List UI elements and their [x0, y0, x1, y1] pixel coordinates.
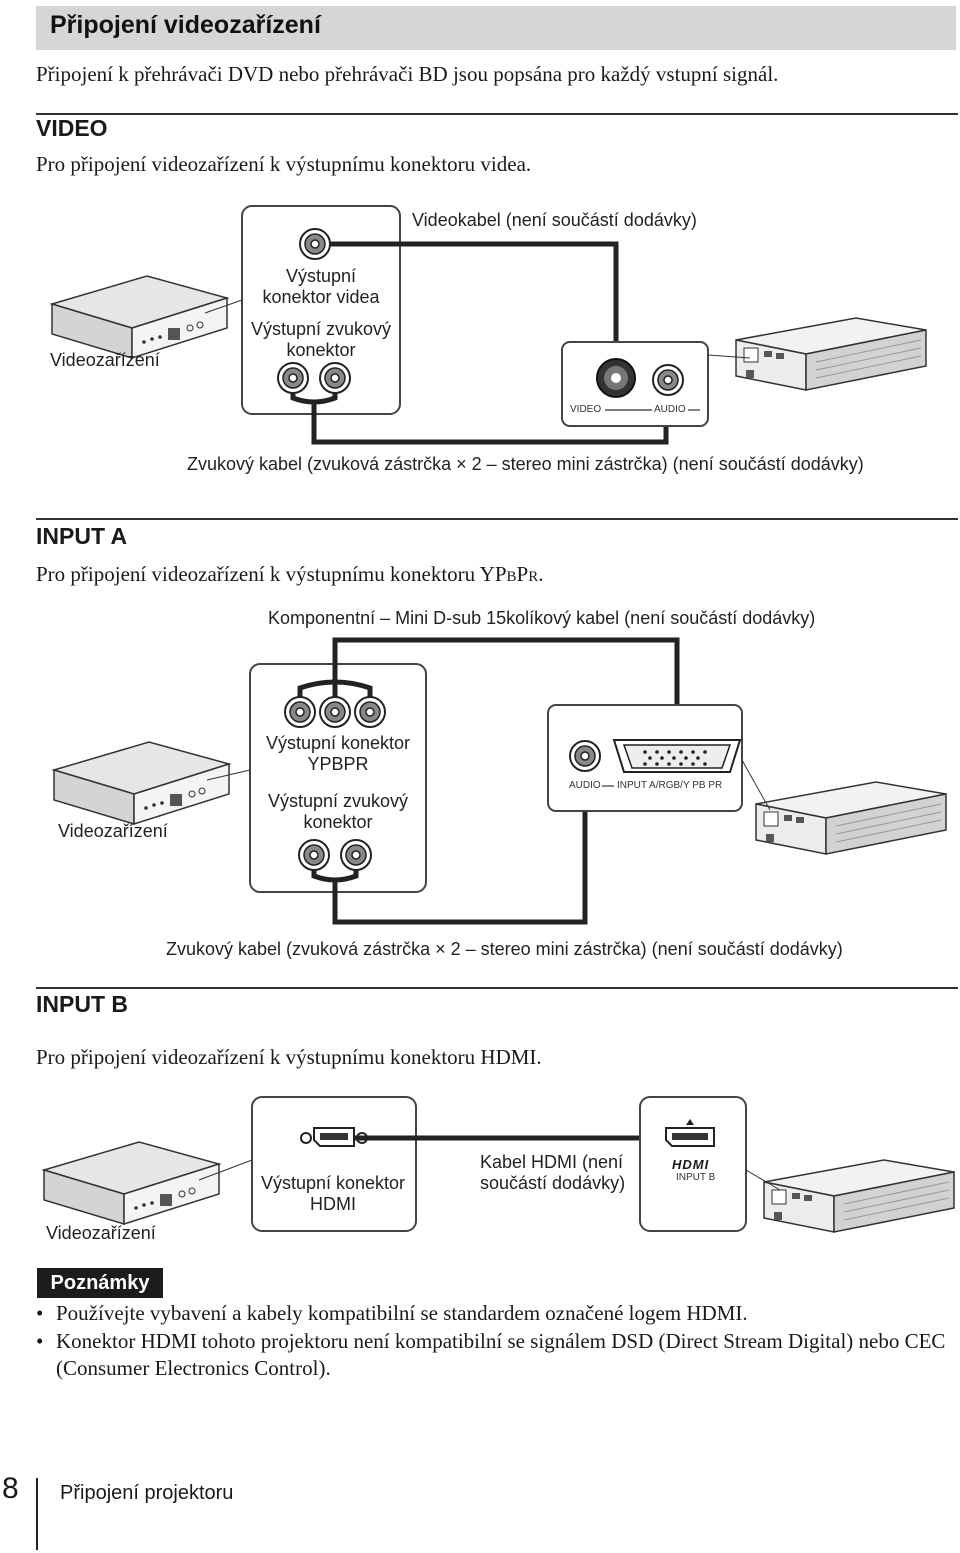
panel-audio-label: AUDIO [654, 404, 686, 415]
heading-input-a: INPUT A [36, 523, 128, 549]
projector-audio-jack [652, 364, 684, 396]
video-device-icon [51, 275, 228, 359]
ypbpr-jack-pr [354, 696, 386, 728]
input-b-source-panel [251, 1096, 417, 1232]
panel-video-label: VIDEO [570, 404, 602, 415]
page-title: Připojení videozařízení [50, 11, 321, 39]
page-number: 8 [2, 1472, 19, 1505]
ypbpr-jack-pb [319, 696, 351, 728]
input-a-panel-input-label: INPUT A/RGB/Y PB PR [617, 780, 723, 791]
video-device-label: Videozařízení [50, 350, 160, 370]
heading-input-b: INPUT B [36, 991, 128, 1017]
footer-section-title: Připojení projektoru [60, 1482, 234, 1504]
input-a-audio-out-label: Výstupní zvukový konektor [267, 791, 409, 832]
video-cable-label: Videokabel (není součástí dodávky) [412, 210, 697, 230]
video-source-panel [241, 205, 401, 415]
intro-text: Připojení k přehrávači DVD nebo přehráva… [36, 62, 779, 86]
heading-video: VIDEO [36, 115, 108, 141]
notes-badge: Poznámky [37, 1268, 163, 1298]
note-item: • Používejte vybavení a kabely kompatibi… [36, 1301, 748, 1325]
input-a-audio-jack-left [298, 839, 330, 871]
audio-out-jack-left [277, 362, 309, 394]
input-b-device-icon [43, 1141, 220, 1225]
video-projector-icon [735, 317, 927, 391]
input-a-audio-jack-right [340, 839, 372, 871]
video-out-jack [299, 228, 331, 260]
input-a-panel-audio-label: AUDIO [569, 780, 601, 791]
input-b-projector-icon [763, 1159, 955, 1233]
input-b-panel-label: INPUT B [676, 1172, 716, 1183]
video-audio-out-label: Výstupní zvukový konektor [250, 319, 392, 360]
input-a-audio-cable-label: Zvukový kabel (zvuková zástrčka × 2 – st… [166, 939, 843, 959]
input-a-device-icon [53, 741, 230, 825]
footer-rule [36, 1478, 38, 1550]
section-rule-input-b [36, 987, 958, 989]
section-rule-input-a [36, 518, 958, 520]
video-cable [330, 241, 619, 372]
video-description: Pro připojení videozařízení k výstupnímu… [36, 152, 532, 176]
video-out-label: Výstupní konektor videa [262, 266, 380, 307]
input-b-device-label: Videozařízení [46, 1223, 156, 1243]
hdmi-out-label: Výstupní konektor HDMI [260, 1173, 406, 1214]
hdmi-cable-label: Kabel HDMI (není součástí dodávky) [480, 1152, 626, 1193]
input-a-audio-cable [311, 770, 588, 925]
component-cable [297, 637, 680, 742]
section-rule-video [36, 113, 958, 115]
input-a-device-label: Videozařízení [58, 821, 168, 841]
audio-out-jack-right [319, 362, 351, 394]
hdmi-logo: HDMI [672, 1157, 710, 1172]
input-a-description: Pro připojení videozařízení k výstupnímu… [36, 562, 544, 586]
input-b-description: Pro připojení videozařízení k výstupnímu… [36, 1045, 542, 1069]
input-a-projector-audio-jack [569, 740, 601, 772]
title-bar [36, 6, 956, 50]
component-cable-label: Komponentní – Mini D-sub 15kolíkový kabe… [268, 608, 816, 628]
input-a-projector-icon [755, 781, 947, 855]
ypbpr-jack-y [284, 696, 316, 728]
note-item: • Konektor HDMI tohoto projektoru není k… [36, 1329, 946, 1380]
video-audio-cable-label: Zvukový kabel (zvuková zástrčka × 2 – st… [187, 454, 864, 474]
